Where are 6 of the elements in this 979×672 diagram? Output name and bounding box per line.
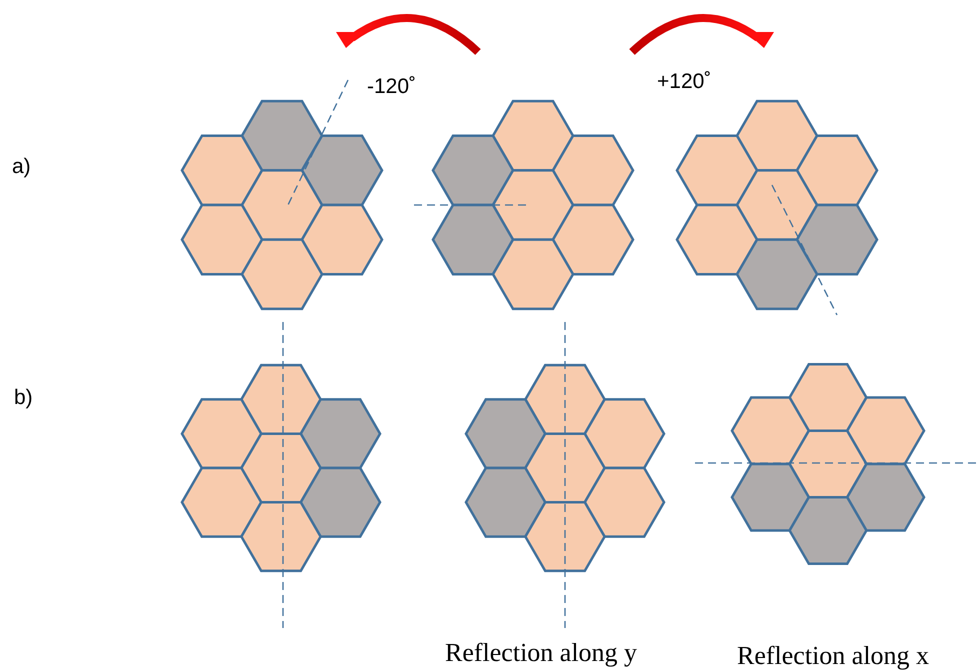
panel-label: a)	[12, 156, 31, 177]
angle-label: -120˚	[367, 76, 416, 97]
panel-label: b)	[14, 387, 33, 408]
angle-label: +120˚	[657, 71, 712, 92]
caption-label: Reflection along y	[445, 640, 638, 666]
caption-label: Reflection along x	[737, 643, 930, 669]
